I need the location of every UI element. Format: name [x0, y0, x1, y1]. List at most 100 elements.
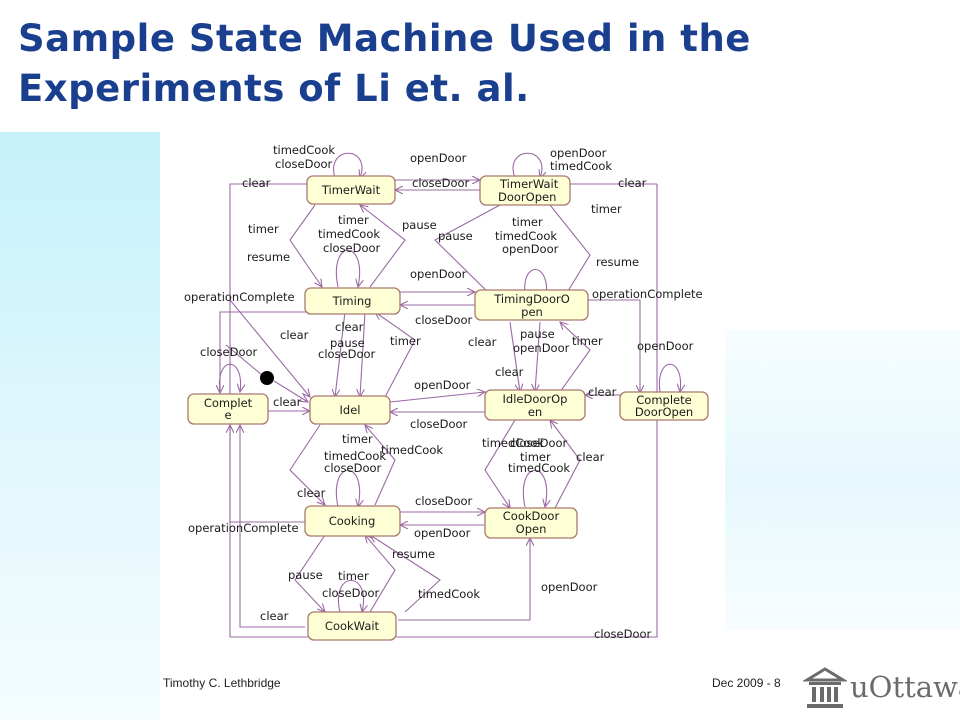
state-tdo-label-1: TimingDoorO	[493, 292, 570, 306]
state-idel: Idel	[309, 395, 391, 425]
label-pause-cooking-cookwait: pause	[288, 568, 323, 582]
self-loop-completedooropen	[658, 363, 680, 392]
state-timerwait-label: TimerWait	[321, 183, 381, 197]
label-resume-cookwait: resume	[392, 547, 435, 561]
label-opendoor-cdoo: openDoor	[637, 339, 694, 353]
edge-cdo-to-ido	[550, 420, 581, 509]
label-twdo-timedcook: timedCook	[550, 159, 612, 173]
state-cdo-label-2: Open	[516, 522, 547, 536]
state-machine-svg: TimerWait TimerWait DoorOpen Timing Timi…	[184, 143, 709, 641]
label-closedoor-complete: closeDoor	[200, 345, 258, 359]
edge-ido-to-tdo-timer	[560, 322, 591, 393]
label-idel-opendoor: openDoor	[414, 378, 471, 392]
slide-title: Sample State Machine Used in the Experim…	[18, 14, 918, 114]
label-clear-cdo-ido: clear	[576, 450, 605, 464]
state-cdoo-label-1: Complete	[636, 393, 691, 407]
label-clear-tdo-ido: clear	[468, 335, 497, 349]
state-idel-label: Idel	[340, 403, 361, 417]
edge-timing-to-idel-pause	[360, 311, 366, 397]
edge-timerwait-to-timing	[289, 204, 322, 287]
label-cookwait-opendoor: openDoor	[541, 580, 598, 594]
label-timedcook-3: timedCook	[495, 229, 557, 243]
edge-cookwait-clear	[240, 425, 305, 628]
state-timing-label: Timing	[332, 294, 372, 308]
label-closedoor-ido-cdo: closeDoor	[510, 436, 568, 450]
label-resume-4: resume	[596, 255, 639, 269]
label-timer-1: timer	[248, 222, 279, 236]
label-opendoor-tdo-ido: openDoor	[513, 341, 570, 355]
state-complete-label-2: e	[224, 408, 231, 422]
state-tdo-label-2: pen	[521, 305, 543, 319]
label-clear-timing-idel: clear	[280, 328, 309, 342]
label-ido-closedoor: closeDoor	[410, 417, 468, 431]
label-timer-3: timer	[512, 215, 543, 229]
label-timedcook-idel-cooking: timedCook	[324, 449, 386, 463]
label-pause-2: pause	[438, 229, 473, 243]
self-loop-timerwait	[333, 152, 362, 178]
state-complete: Complet e	[187, 393, 269, 425]
uottawa-logo: uOttawa	[803, 664, 960, 714]
label-timer-idel-timing: timer	[390, 334, 421, 348]
edge-timing-to-idel-clear	[335, 311, 346, 397]
edge-tdo-operationcomplete	[588, 299, 640, 393]
label-twdo-closedoor: closeDoor	[412, 176, 470, 190]
state-idledooropen: IdleDoorOp en	[484, 389, 586, 421]
label-timedcook-ido-cdo: timedCook	[482, 436, 544, 450]
label-resume-1: resume	[247, 250, 290, 264]
state-cookdooropen: CookDoor Open	[484, 507, 578, 539]
label-tdo-operationcomplete: operationComplete	[592, 287, 703, 301]
edge-idel-to-ido	[389, 392, 485, 403]
label-timer-2: timer	[338, 213, 369, 227]
edge-timerwait-clear-left	[229, 183, 307, 312]
label-pause-timing-idel: pause	[330, 336, 365, 350]
edge-tdo-to-ido-pause	[535, 321, 541, 392]
label-timing-operationcomplete: operationComplete	[184, 290, 295, 304]
label-tdo-closedoor: closeDoor	[415, 313, 473, 327]
edge-timing-operationcomplete	[220, 311, 330, 393]
label-bottom-closedoor: closeDoor	[594, 627, 652, 641]
label-timedcook-ido-cdo-2: timedCook	[508, 461, 570, 475]
slide-title-line2: Experiments of Li et. al.	[18, 67, 530, 110]
state-ido-label-2: en	[528, 405, 542, 419]
state-cdo-label-1: CookDoor	[503, 509, 560, 523]
edge-initial	[273, 380, 308, 402]
edge-cooking-to-cookwait	[294, 534, 325, 612]
initial-state-dot	[260, 371, 274, 385]
background-band-left	[0, 132, 160, 720]
label-timedcook-2: timedCook	[318, 227, 380, 241]
footer-date-page: Dec 2009 - 8	[712, 676, 781, 690]
state-cooking: Cooking	[304, 505, 401, 537]
edge-idel-to-cooking	[289, 424, 325, 505]
state-timingdooropen: TimingDoorO pen	[474, 289, 589, 321]
label-cooking-operationcomplete: operationComplete	[188, 521, 299, 535]
state-cookwait: CookWait	[307, 611, 397, 641]
state-complete-label-1: Complet	[204, 396, 253, 410]
label-timer-ido-cdo: timer	[520, 450, 551, 464]
edge-cookwait-to-cdo	[398, 538, 530, 621]
state-completedooropen: Complete DoorOpen	[619, 391, 709, 421]
edge-cookwait-to-cooking	[365, 535, 396, 613]
label-cookwait-clear: clear	[260, 609, 289, 623]
label-closedoor-idel-cooking: closeDoor	[324, 461, 382, 475]
self-loop-timing	[335, 249, 359, 287]
self-loop-cookdooropen	[522, 469, 546, 507]
state-timerwait-dooropen: TimerWait DoorOpen	[479, 175, 571, 206]
label-timing-opendoor: openDoor	[410, 267, 467, 281]
label-tw-clear: clear	[242, 176, 271, 190]
edge-timing-to-timerwait	[360, 205, 406, 288]
label-cdoo-clear: clear	[588, 385, 617, 399]
label-cooking-opendoor: openDoor	[414, 526, 471, 540]
label-clear-cooking: clear	[297, 486, 326, 500]
edge-ido-to-cdo	[484, 419, 516, 508]
background-band-right	[725, 330, 960, 630]
building-icon	[803, 667, 847, 708]
state-cookwait-label: CookWait	[325, 619, 380, 633]
label-timer-cookwait: timer	[338, 569, 369, 583]
label-tw-opendoor: openDoor	[410, 151, 467, 165]
footer-author: Timothy C. Lethbridge	[163, 676, 281, 690]
label-closedoor-2: closeDoor	[323, 241, 381, 255]
self-loop-timerwait-dooropen	[512, 152, 542, 178]
state-cooking-label: Cooking	[329, 514, 376, 528]
label-timer-idel-cooking: timer	[342, 432, 373, 446]
logo-text: uOttawa	[850, 670, 960, 704]
